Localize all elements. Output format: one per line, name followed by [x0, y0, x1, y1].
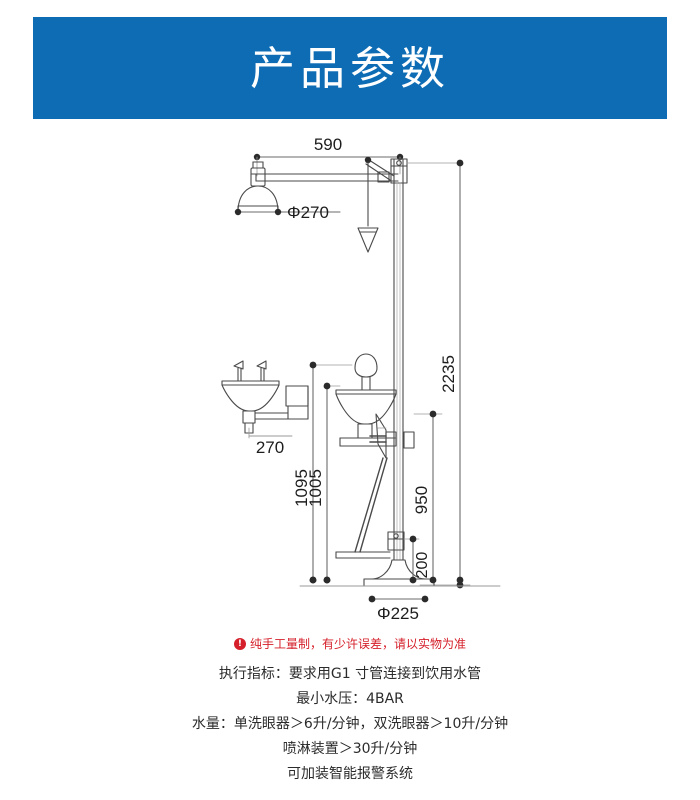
dimension-label-1095: 1095	[292, 469, 311, 507]
main-vertical-pipe	[393, 158, 404, 561]
dim-dot	[309, 576, 317, 584]
dim-dot	[429, 410, 437, 418]
dim-dot	[323, 576, 331, 584]
shower-arm	[255, 173, 399, 182]
shower-head-connector	[250, 161, 266, 187]
wall-mounted-eyewash-detail	[221, 360, 309, 434]
dimension-label-shower-diameter: Φ270	[287, 203, 329, 222]
dimension-1095	[312, 364, 353, 581]
dimension-label-2235: 2235	[439, 355, 458, 393]
dim-dot	[323, 382, 331, 390]
lever-pivot-dot	[364, 156, 372, 164]
note-line-execution-standard: 执行指标：要求用G1 寸管连接到饮用水管	[218, 666, 482, 682]
dimension-label-base-diameter: Φ225	[377, 604, 419, 623]
dim-dot	[368, 595, 376, 603]
handmade-warning: ! 纯手工量制，有少许误差，请以实物为准	[0, 634, 700, 654]
eyewash-bowl-assembly	[335, 353, 415, 459]
pull-handle	[357, 161, 379, 253]
dim-dot	[421, 595, 429, 603]
dimension-label-270: 270	[256, 438, 284, 457]
dimension-label-950: 950	[412, 486, 431, 514]
dim-dot	[309, 361, 317, 369]
dimension-label-590: 590	[314, 135, 342, 154]
dim-dot	[274, 208, 282, 216]
dim-dot	[456, 576, 464, 584]
note-line-min-pressure: 最小水压：4BAR	[296, 691, 404, 707]
dimension-1005	[326, 385, 341, 581]
dim-dot	[234, 208, 242, 216]
dimension-950	[413, 413, 443, 581]
valve-lever-assembly	[365, 158, 408, 184]
dimension-label-1005: 1005	[306, 469, 325, 507]
handmade-warning-text: 纯手工量制，有少许误差，请以实物为准	[249, 637, 466, 651]
dim-dot	[429, 576, 437, 584]
dimension-wall-eyewash-width	[248, 427, 293, 439]
note-line-water-volume: 水量：单洗眼器＞6升/分钟，双洗眼器＞10升/分钟	[191, 716, 509, 732]
foot-pedal-linkage	[335, 457, 391, 559]
page-header-banner: 产品参数	[33, 17, 667, 119]
shower-head	[237, 185, 279, 213]
technical-drawing: 590 Φ270 2235 1095 1005 950 200 270 Φ225	[0, 128, 700, 628]
note-line-shower-volume: 喷淋装置＞30升/分钟	[282, 741, 418, 757]
dim-dot	[456, 159, 464, 167]
exclamation-circle-icon: !	[233, 638, 246, 650]
dim-dot	[456, 581, 464, 589]
dim-dot	[409, 576, 417, 584]
page-title: 产品参数	[249, 41, 450, 95]
specification-notes: ! 纯手工量制，有少许误差，请以实物为准 执行指标：要求用G1 寸管连接到饮用水…	[0, 634, 700, 787]
dim-dot	[409, 535, 417, 543]
dimension-label-200: 200	[414, 552, 431, 579]
note-line-alarm-option: 可加装智能报警系统	[287, 766, 413, 782]
